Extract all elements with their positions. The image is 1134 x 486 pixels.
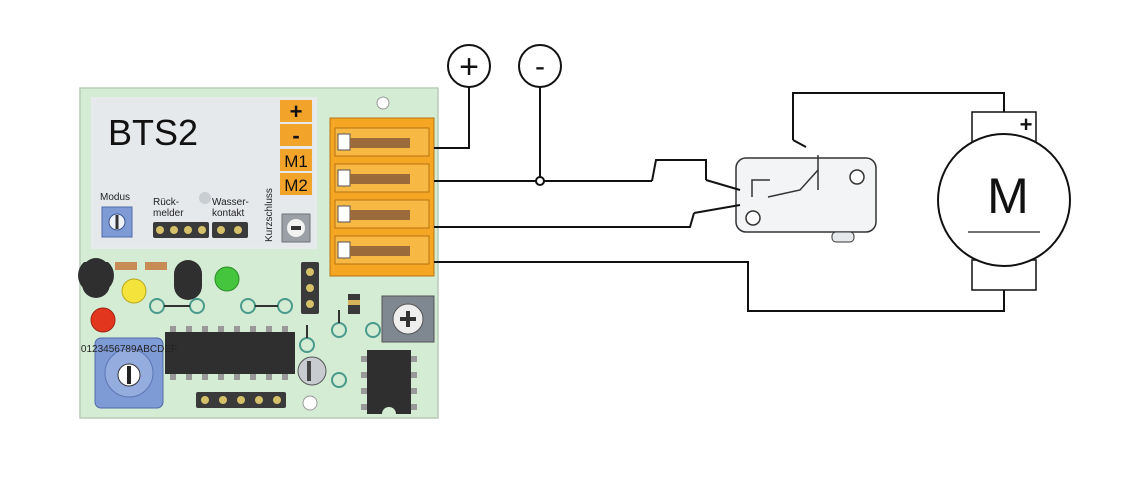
header-pins-bottom [196,392,286,408]
diode-band [348,300,360,305]
header-pins-wasser [212,222,248,238]
wires [434,87,1005,312]
board-mount-hole [376,96,390,110]
board-title: BTS2 [108,112,198,153]
wasser-label-2: kontakt [212,208,244,219]
motor-icon: M + [937,111,1071,291]
ic-chip-second [361,350,417,414]
header-pins-vertical [301,262,319,314]
terminal-label-m1: M1 [284,152,308,171]
motor-symbol: M [987,168,1029,224]
transistor-2 [174,260,202,300]
push-button [281,213,311,243]
control-board: BTS2 + - M1 M2 Kurzschluss Modus Rück- m… [77,87,439,419]
component-leads [164,305,340,338]
potentiometer-icon [381,295,435,343]
ic-chip-main [165,326,295,380]
supply-minus-symbol: - [535,50,545,83]
dial-digits: 0123456789ABCDEF [81,344,177,355]
modus-switch [101,206,133,238]
microswitch-icon [693,155,877,243]
wire-m2-to-switch [434,212,695,228]
capacitor [297,356,327,386]
board-mount-hole-bottom [302,395,318,411]
resistor-1 [115,262,137,270]
transistor-1 [77,258,114,298]
side-tiny-label: Kurzschluss [264,188,275,242]
led-green [214,266,240,292]
wire-junction [535,176,545,186]
plus-circle-icon: + [447,44,491,88]
terminal-block [329,117,435,277]
panel-mount-hole [199,192,211,204]
wasser-label-1: Wasser- [212,197,249,208]
resistor-2 [145,262,167,270]
rotary-dial-icon: 0123456789ABCDEF [81,337,177,409]
rueck-label-2: melder [153,208,184,219]
minus-circle-icon: - [518,44,562,88]
terminal-label-m2: M2 [284,176,308,195]
led-yellow [121,278,147,304]
terminal-label-strip: + - M1 M2 [280,99,312,195]
wire-to-motor-bottom [434,261,1005,312]
modus-label: Modus [100,192,130,203]
header-pins-rueckmelder [153,222,209,238]
motor-plus-mark: + [1020,112,1033,137]
terminal-label-plus: + [290,99,303,124]
wire-plus [434,87,470,149]
rueck-label-1: Rück- [153,197,179,208]
wire-switch-to-motor-top [792,92,1005,140]
led-red [90,307,116,333]
terminal-label-minus: - [292,123,299,148]
supply-plus-symbol: + [459,48,479,86]
wire-switch-upper [651,159,707,182]
